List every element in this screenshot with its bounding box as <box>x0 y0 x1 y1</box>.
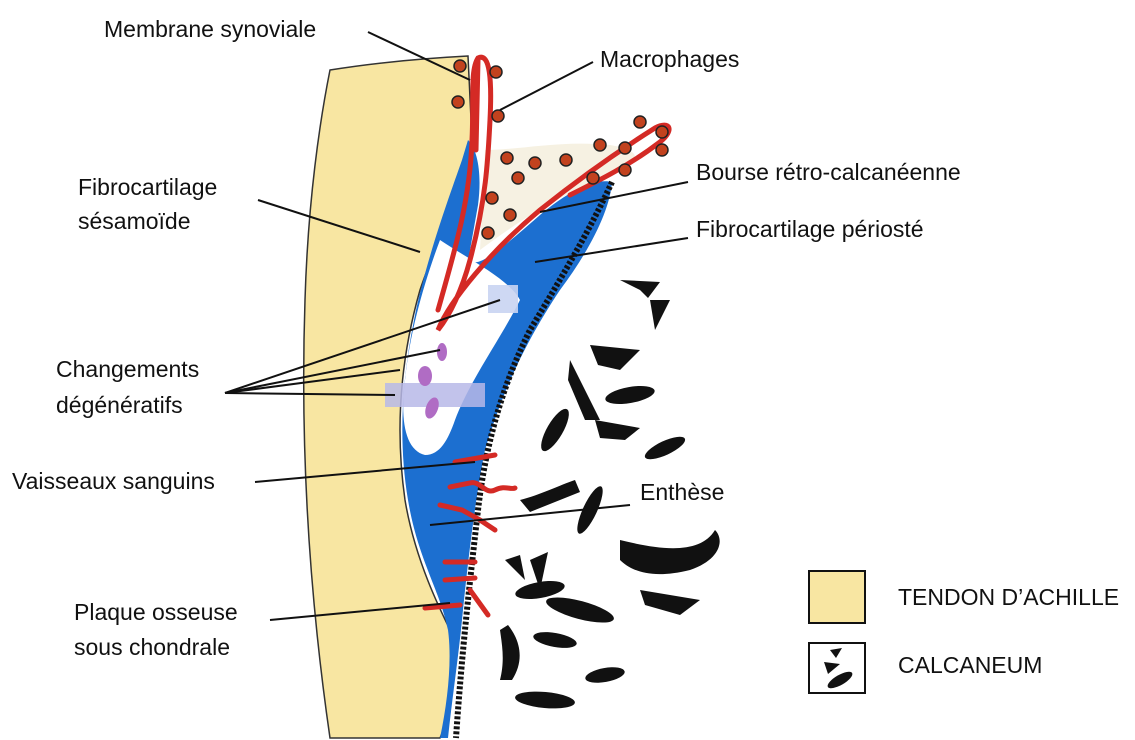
label-bourse-retro-calcaneenne: Bourse rétro-calcanéenne <box>696 157 961 187</box>
legend-tendon-swatch <box>808 570 866 624</box>
label-macrophages: Macrophages <box>600 44 739 74</box>
label-enthese: Enthèse <box>640 477 724 507</box>
label-fibrocartilage-perioste: Fibrocartilage périosté <box>696 214 924 244</box>
legend-tendon-label: TENDON D’ACHILLE <box>898 582 1119 612</box>
label-fibrocartilage-sesamoide-line2: sésamoïde <box>78 206 191 236</box>
label-plaque-osseuse-line1: Plaque osseuse <box>74 597 238 627</box>
label-changements-line1: Changements <box>56 354 199 384</box>
label-vaisseaux-sanguins: Vaisseaux sanguins <box>12 466 215 496</box>
label-plaque-osseuse-line2: sous chondrale <box>74 632 230 662</box>
label-changements-line2: dégénératifs <box>56 390 183 420</box>
degenerative-spot <box>437 343 447 361</box>
degenerative-band-2 <box>488 285 518 313</box>
calcaneum-icon <box>810 644 864 692</box>
degenerative-spot <box>418 366 432 386</box>
legend-calcaneum-label: CALCANEUM <box>898 650 1042 680</box>
label-fibrocartilage-sesamoide-line1: Fibrocartilage <box>78 172 217 202</box>
label-membrane-synoviale: Membrane synoviale <box>104 14 316 44</box>
legend-calcaneum-swatch <box>808 642 866 694</box>
